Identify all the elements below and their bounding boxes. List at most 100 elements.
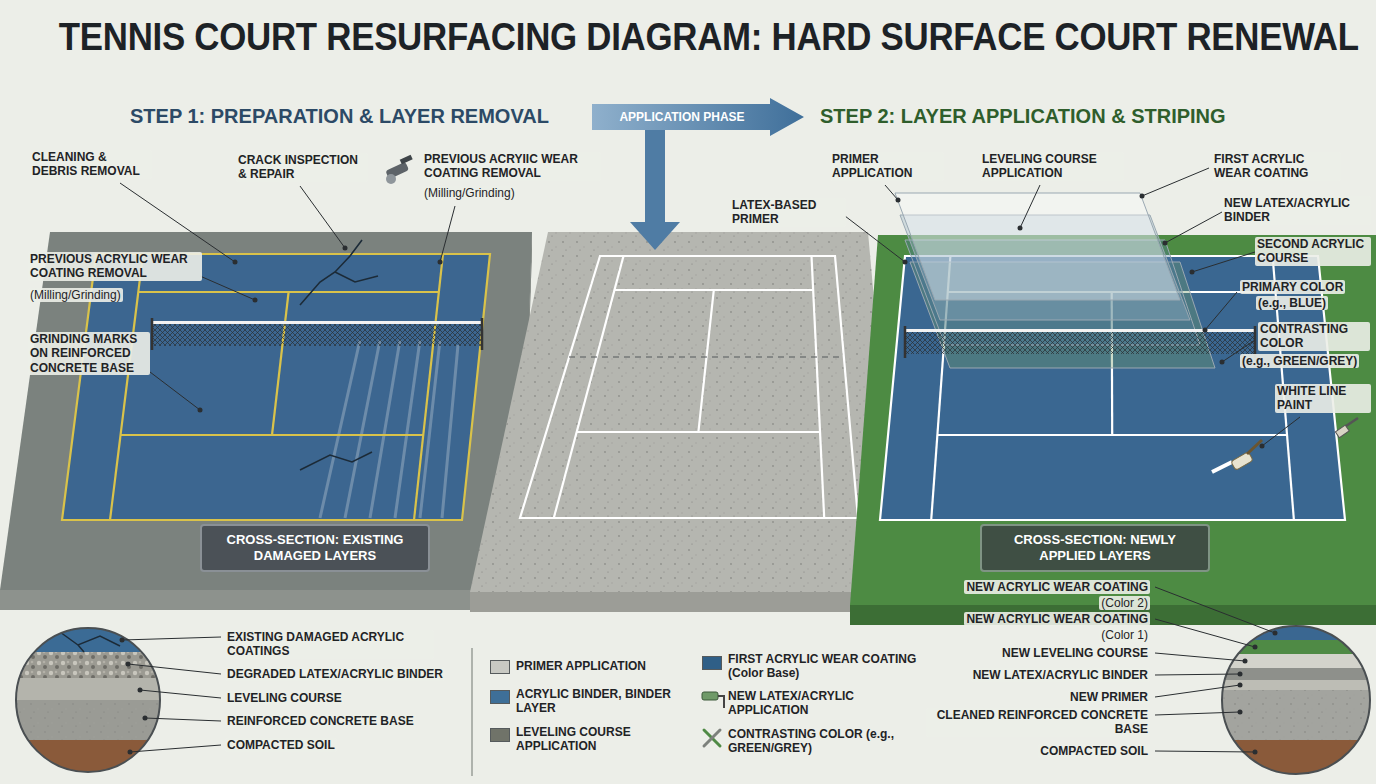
leader-lines-part: [1155, 712, 1240, 715]
tennis-net-part: [152, 324, 482, 346]
left-slab-part: [0, 590, 520, 610]
leader-dots-part: [253, 298, 258, 303]
legend-text: CONTRASTING COLOR (e.g., GREEN/GREY): [728, 727, 898, 756]
tennis-net-part: [905, 329, 1255, 332]
middle-slab-part-part: [554, 256, 624, 518]
step-heading: STEP 2: LAYER APPLICATION & STRIPING: [820, 104, 1226, 128]
callout-label: EXISTING DAMAGED ACRYLIC COATINGS: [225, 630, 434, 659]
leader-lines-part: [128, 664, 221, 674]
court-lines-part: [62, 254, 490, 520]
grinding-marks-part: [320, 340, 360, 518]
leader-lines-part: [145, 718, 221, 721]
section-badge: CROSS-SECTION: EXISTING DAMAGED LAYERS: [200, 524, 430, 572]
legend-cross-icon: [704, 730, 720, 746]
tennis-net-part: [481, 318, 484, 350]
callout-label: CONTRASTING COLOR: [1258, 322, 1370, 351]
node-text: APPLICATION PHASE: [619, 110, 744, 124]
leader-dots-part: [1273, 631, 1278, 636]
legend-roller-icon: [702, 692, 724, 708]
middle-slab-part-part: [520, 256, 858, 518]
leader-lines-part: [1262, 417, 1300, 446]
node-text: CROSS-SECTION: EXISTING DAMAGED LAYERS: [210, 532, 420, 565]
legend-swatch: [702, 656, 722, 670]
tennis-net-part: [904, 326, 907, 358]
callout-label: (e.g., GREEN/GREY): [1240, 354, 1359, 368]
cross-section-left-part-part: [10, 740, 170, 780]
leader-lines-part: [1155, 674, 1240, 675]
callout-label: NEW PRIMER: [1068, 690, 1150, 704]
brush-icon-part: [1335, 425, 1349, 438]
leader-dots-part: [896, 198, 901, 203]
phase-arrow: APPLICATION PHASE: [592, 98, 804, 136]
cross-section-right: [1215, 620, 1376, 780]
leader-dots-part: [143, 716, 148, 721]
leader-dots-part: [343, 246, 348, 251]
leader-lines-part: [140, 690, 221, 698]
tennis-net: [905, 326, 1255, 358]
leader-lines-part: [300, 186, 345, 248]
middle-slab-part-part: [812, 256, 825, 518]
paint-roller: [1212, 440, 1262, 472]
legend-roller-icon-part: [718, 696, 724, 708]
leader-dots-part: [1163, 241, 1168, 246]
cross-section-left-part-part: [10, 620, 170, 652]
cracks-part: [300, 452, 372, 470]
leader-lines-part: [1155, 653, 1245, 661]
left-slab-part: [0, 232, 532, 590]
leader-dots-part: [1190, 270, 1195, 275]
legend-text: FIRST ACRYLIC WEAR COATING (Color Base): [728, 652, 923, 681]
brush-icon-part: [1346, 418, 1358, 426]
cross-section-right-part-part: [1215, 690, 1376, 740]
legend-text: LEVELING COURSE APPLICATION: [516, 725, 681, 754]
cross-section-left-part-part: [10, 700, 170, 740]
callout-label: CLEANING & DEBRIS REMOVAL: [30, 150, 152, 179]
legend-text: PRIMER APPLICATION: [516, 659, 646, 673]
tennis-net-part: [151, 318, 154, 350]
callout-label: LEVELING COURSE APPLICATION: [980, 152, 1124, 181]
middle-slab-part: [470, 232, 900, 592]
court-lines-part: [414, 254, 443, 520]
left-slab: [0, 232, 532, 610]
leader-dots-part: [126, 662, 131, 667]
callout-label: CRACK INSPECTION & REPAIR: [236, 153, 368, 182]
callout-label: SECOND ACRYLIC COURSE: [1255, 237, 1371, 266]
leader-lines-part: [1192, 252, 1255, 272]
grinding-marks: [320, 340, 458, 518]
leader-dots-part: [1260, 444, 1265, 449]
down-arrow-part: [645, 130, 665, 224]
left-slab-part: [62, 254, 490, 520]
leader-lines-part: [200, 276, 255, 300]
cross-section-left-part: [16, 628, 160, 772]
leader-dots-part: [1253, 750, 1258, 755]
leader-lines-part: [885, 185, 898, 200]
grinding-marks-part: [442, 345, 458, 518]
cross-section-left-part: [10, 620, 170, 780]
leader-dots-part: [198, 408, 203, 413]
callout-label: PREVIOUS ACRYIIC WEAR COATING REMOVAL: [422, 152, 601, 181]
layer-sheets-part: [895, 193, 1180, 300]
court-lines-part: [272, 292, 289, 435]
middle-slab-part: [520, 256, 858, 518]
leader-lines: [120, 168, 1300, 752]
paint-roller-part: [1231, 452, 1253, 471]
cross-section-right-part-part: [1215, 690, 1376, 740]
callout-label: LATEX-BASED PRIMER: [730, 198, 846, 227]
callout-note: (Color 2): [1099, 596, 1150, 610]
leader-dots-part: [128, 750, 133, 755]
leader-lines-part: [1155, 619, 1255, 647]
callout-label: NEW LATEX/ACRYLIC BINDER: [1222, 196, 1371, 225]
callout-label: WHITE LINE PAINT: [1275, 384, 1371, 413]
callout-note: (Milling/Grinding): [422, 186, 517, 200]
grinder-icon-part: [386, 174, 396, 184]
down-arrow: [630, 130, 680, 250]
grinder-icon: [385, 155, 412, 184]
callout-label: PRIMER APPLICATION: [830, 152, 944, 181]
callout-label: NEW ACRYLIC WEAR COATING: [964, 612, 1150, 626]
cross-section-right-part: [1215, 620, 1376, 780]
tennis-net-part: [905, 332, 1255, 354]
cracks-part: [300, 240, 378, 305]
callout-label: LEVELING COURSE: [225, 691, 344, 705]
middle-slab: [470, 232, 900, 612]
legend-swatch: [490, 660, 510, 674]
leader-lines-part: [1205, 292, 1237, 330]
